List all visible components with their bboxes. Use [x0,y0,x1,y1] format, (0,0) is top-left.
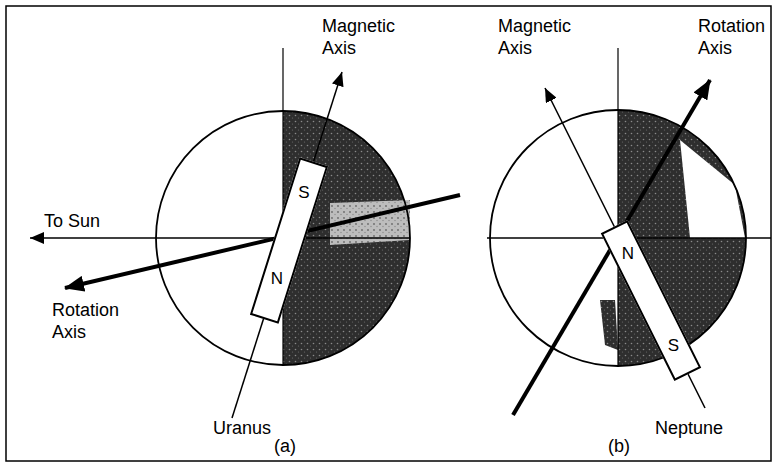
panel-letter: (b) [606,436,632,458]
magnetic-axis-arrow [545,88,705,408]
planet-name: Uranus [210,418,274,440]
terminator-line [617,48,618,366]
neptune-figure [487,48,771,415]
axis-label: Magnetic Axis [498,16,582,59]
panel-letter: (a) [272,436,298,458]
direction-label: To Sun [44,211,134,233]
sun-direction-arrow [30,237,410,239]
pole-letter: N [264,270,290,287]
pole-letter: S [291,184,317,201]
night-sliver [600,300,618,350]
axis-label: Rotation Axis [52,300,132,343]
frame [6,6,771,461]
pole-letter: S [660,336,686,353]
planet-name: Neptune [652,418,726,440]
lit-patch [680,140,745,238]
uranus-figure [30,48,460,418]
rotation-axis-arrow [513,80,710,415]
pole-letter: N [615,245,641,262]
axis-label: Magnetic Axis [322,16,406,59]
axis-label: Rotation Axis [698,16,770,59]
